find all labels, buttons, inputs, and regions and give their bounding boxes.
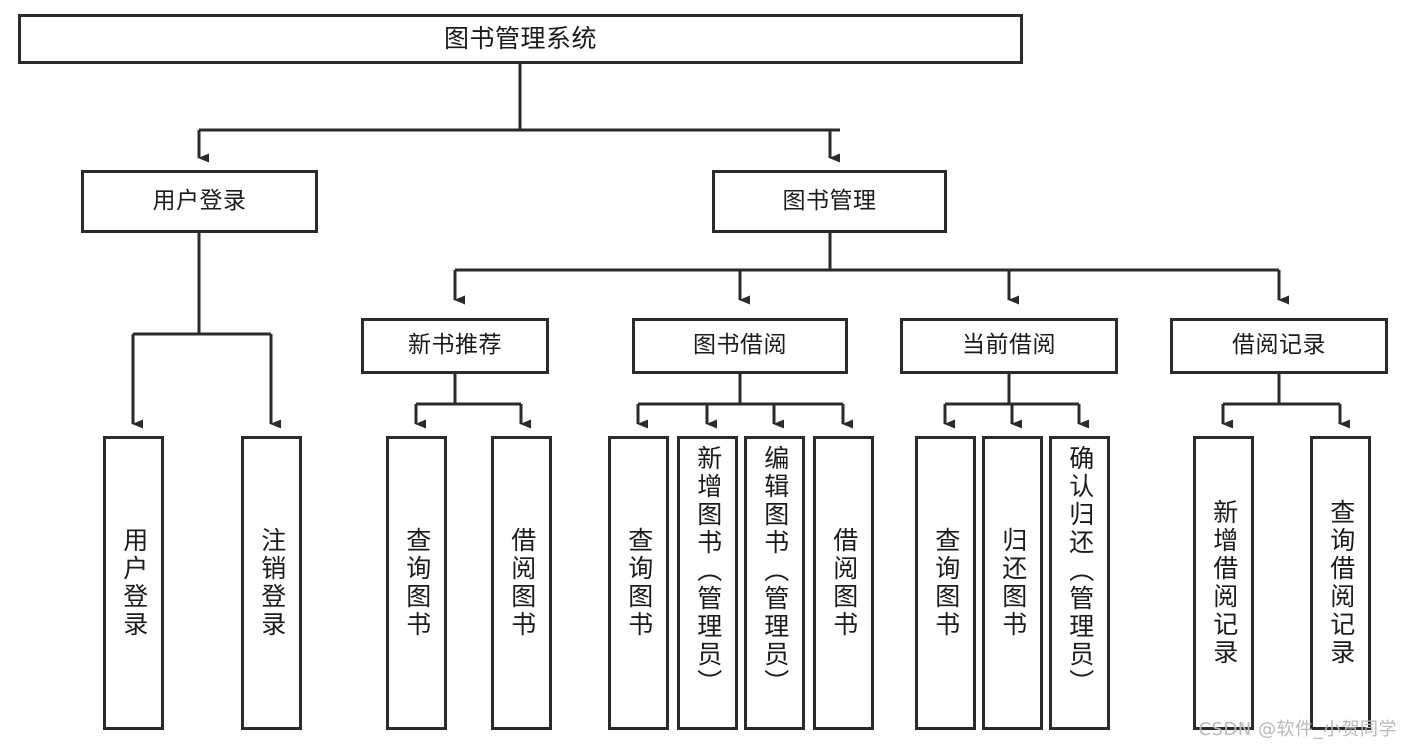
node-leaf-query-book-recommend[interactable]: 查询图书 — [386, 436, 447, 730]
node-leaf-edit-book[interactable]: 编辑图书（管理员） — [744, 436, 805, 730]
node-leaf-user-login[interactable]: 用户登录 — [103, 436, 164, 730]
node-user-login[interactable]: 用户登录 — [81, 170, 318, 233]
node-current-borrow[interactable]: 当前借阅 — [900, 318, 1118, 374]
node-label: 借阅图书 — [829, 527, 859, 639]
node-label: 编辑图书（管理员） — [760, 445, 790, 697]
node-leaf-logout[interactable]: 注销登录 — [241, 436, 302, 730]
node-leaf-add-borrow-record[interactable]: 新增借阅记录 — [1193, 436, 1254, 730]
node-leaf-query-book-current[interactable]: 查询图书 — [915, 436, 976, 730]
node-label: 图书借阅 — [693, 332, 787, 359]
node-label: 查询图书 — [402, 527, 432, 639]
node-label: 确认归还（管理员） — [1065, 445, 1095, 697]
node-leaf-borrow-book[interactable]: 借阅图书 — [813, 436, 874, 730]
csdn-watermark: CSDN @软件_小贺同学 — [1198, 719, 1397, 740]
node-label: 借阅图书 — [507, 527, 537, 639]
node-label: 图书管理系统 — [443, 24, 597, 53]
node-label: 归还图书 — [998, 527, 1028, 639]
node-book-borrow[interactable]: 图书借阅 — [632, 318, 848, 374]
node-leaf-query-borrow-record[interactable]: 查询借阅记录 — [1310, 436, 1371, 730]
node-label: 新增图书（管理员） — [693, 445, 723, 697]
node-root-book-management-system[interactable]: 图书管理系统 — [18, 14, 1023, 64]
node-book-manage[interactable]: 图书管理 — [712, 170, 947, 233]
node-label: 借阅记录 — [1232, 332, 1326, 359]
node-label: 查询图书 — [624, 527, 654, 639]
node-label: 查询借阅记录 — [1326, 499, 1356, 667]
node-label: 图书管理 — [782, 187, 877, 214]
node-label: 用户登录 — [152, 187, 247, 214]
node-leaf-add-book[interactable]: 新增图书（管理员） — [677, 436, 738, 730]
node-leaf-query-book-borrow[interactable]: 查询图书 — [608, 436, 669, 730]
node-label: 用户登录 — [119, 527, 149, 639]
node-leaf-return-book[interactable]: 归还图书 — [982, 436, 1043, 730]
node-label: 查询图书 — [931, 527, 961, 639]
node-label: 新书推荐 — [408, 332, 502, 359]
node-label: 注销登录 — [257, 527, 287, 639]
node-new-book-recommend[interactable]: 新书推荐 — [361, 318, 549, 374]
node-leaf-borrow-book-recommend[interactable]: 借阅图书 — [491, 436, 552, 730]
node-label: 新增借阅记录 — [1209, 499, 1239, 667]
node-borrow-record[interactable]: 借阅记录 — [1170, 318, 1388, 374]
node-leaf-confirm-return[interactable]: 确认归还（管理员） — [1049, 436, 1110, 730]
node-label: 当前借阅 — [962, 332, 1056, 359]
